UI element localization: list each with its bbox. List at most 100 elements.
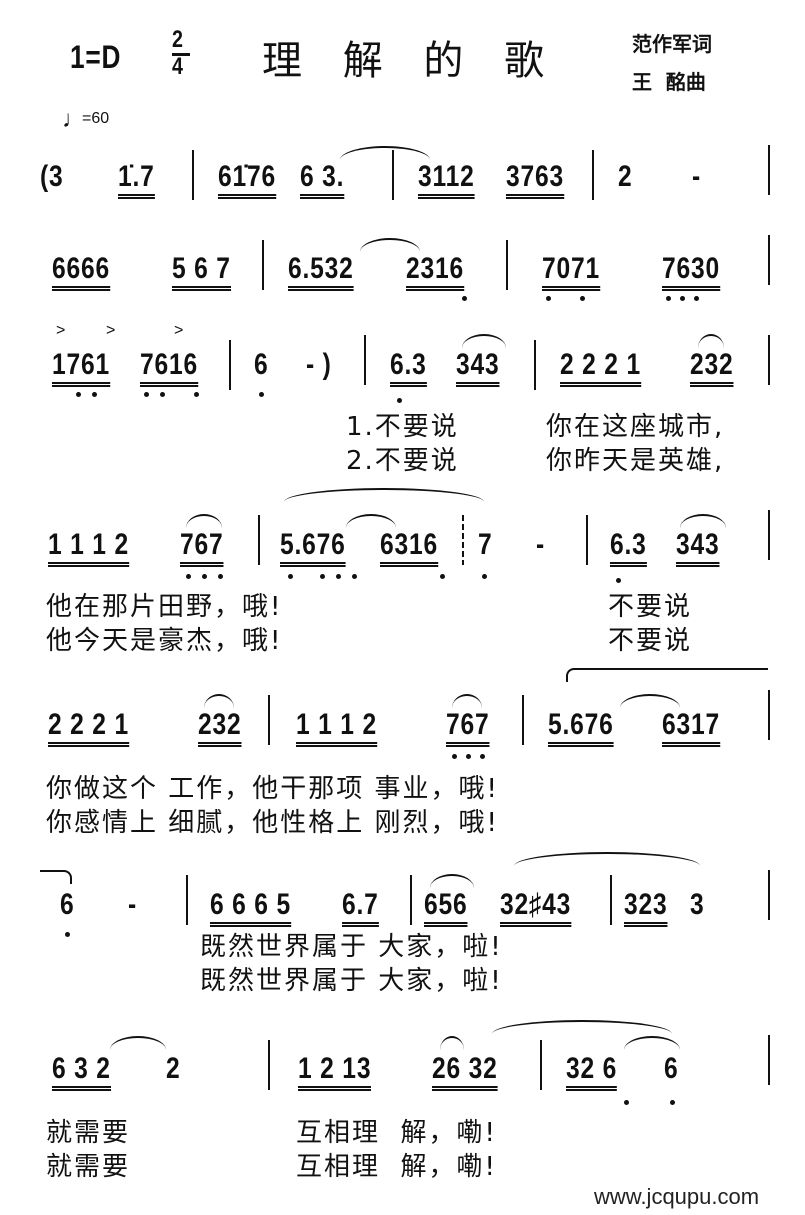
note-group: 26 32	[432, 1052, 498, 1091]
barline	[540, 1040, 542, 1090]
lyric-line: 他今天是豪杰，哦!	[46, 626, 283, 656]
note-group: 61̇76	[218, 160, 277, 199]
slur	[620, 694, 680, 708]
note-group: 2 2 2 1	[48, 708, 129, 747]
note-group: 5.676	[280, 528, 346, 567]
slur	[624, 1036, 680, 1050]
low-octave-dot	[580, 296, 585, 301]
slur	[340, 146, 430, 160]
note-group: 3	[690, 888, 705, 921]
low-octave-dot	[144, 392, 149, 397]
low-octave-dot	[218, 574, 223, 579]
barline	[268, 1040, 270, 1090]
note-group: 1 2 13	[298, 1052, 372, 1091]
barline	[768, 145, 770, 195]
low-octave-dot	[352, 574, 357, 579]
slur	[680, 514, 726, 528]
accent-mark: >	[56, 322, 66, 339]
slur	[492, 1020, 672, 1034]
barline	[534, 340, 536, 390]
quarter-note-icon: ♩	[62, 106, 86, 133]
low-octave-dot	[462, 296, 467, 301]
note-group: 5 6 7	[172, 252, 231, 291]
low-octave-dot	[160, 392, 165, 397]
note-group: - )	[306, 348, 332, 381]
accent-mark: >	[106, 322, 116, 339]
lyric-line: 你昨天是英雄,	[546, 446, 725, 476]
lyric-line: 既然世界属于 大家，啦!	[200, 966, 503, 996]
lyric-line: 不要说	[608, 626, 693, 656]
dashed-barline	[462, 515, 464, 565]
note-group: 767	[180, 528, 224, 567]
low-octave-dot	[288, 574, 293, 579]
note-group: 6 3.	[300, 160, 345, 199]
slur	[440, 1036, 464, 1050]
note-group: -	[692, 160, 702, 193]
slur	[430, 874, 474, 888]
slur	[566, 668, 768, 682]
low-octave-dot	[624, 1100, 629, 1105]
lyric-line: 你做这个 工作，他干那项 事业，哦!	[46, 774, 499, 804]
low-octave-dot	[480, 754, 485, 759]
slur	[204, 694, 234, 708]
note-group: 3763	[506, 160, 565, 199]
barline	[192, 150, 194, 200]
barline	[392, 150, 394, 200]
note-group: 7	[478, 528, 493, 561]
note-group: 6.3	[610, 528, 647, 567]
slur	[360, 238, 420, 252]
barline	[268, 695, 270, 745]
note-group: 6 3 2	[52, 1052, 111, 1091]
time-signature-top: 2	[172, 26, 184, 53]
barline	[586, 515, 588, 565]
low-octave-dot	[680, 296, 685, 301]
barline	[768, 335, 770, 385]
slur	[40, 870, 72, 884]
lyric-line: 就需要	[46, 1152, 131, 1182]
note-group: 2	[618, 160, 633, 193]
slur	[110, 1036, 166, 1050]
slur	[346, 514, 396, 528]
note-group: 2 2 2 1	[560, 348, 641, 387]
barline	[768, 510, 770, 560]
note-group: 343	[456, 348, 500, 387]
slur	[462, 334, 506, 348]
note-group: 232	[198, 708, 242, 747]
note-group: 7630	[662, 252, 721, 291]
note-group: 5.676	[548, 708, 614, 747]
note-group: 1761	[52, 348, 111, 387]
note-group: 1 1 1 2	[296, 708, 377, 747]
note-group: -	[536, 528, 546, 561]
barline	[768, 1035, 770, 1085]
lyric-line: 不要说	[608, 592, 693, 622]
page-title: 理 解 的 歌	[262, 38, 559, 84]
note-group: 232	[690, 348, 734, 387]
barline	[364, 335, 366, 385]
note-group: 6.3	[390, 348, 427, 387]
barline	[592, 150, 594, 200]
low-octave-dot	[76, 392, 81, 397]
lyric-line: 你在这座城市,	[546, 412, 725, 442]
note-group: 32♯43	[500, 888, 572, 927]
note-group: 6316	[380, 528, 439, 567]
barline	[186, 875, 188, 925]
lyricist: 范作军词	[632, 32, 712, 56]
key-signature: 1=D	[70, 39, 122, 75]
note-group: 32 6	[566, 1052, 618, 1091]
note-group: 7616	[140, 348, 199, 387]
note-group: -	[128, 888, 138, 921]
lyric-line: 就需要	[46, 1118, 131, 1148]
barline	[506, 240, 508, 290]
barline	[410, 875, 412, 925]
note-group: 6	[254, 348, 269, 381]
low-octave-dot	[336, 574, 341, 579]
note-group: 6.532	[288, 252, 354, 291]
low-octave-dot	[397, 398, 402, 403]
note-group: 343	[676, 528, 720, 567]
note-group: 6.7	[342, 888, 379, 927]
composer: 王 酩曲	[632, 70, 706, 94]
low-octave-dot	[65, 932, 70, 937]
low-octave-dot	[202, 574, 207, 579]
slur	[452, 694, 482, 708]
